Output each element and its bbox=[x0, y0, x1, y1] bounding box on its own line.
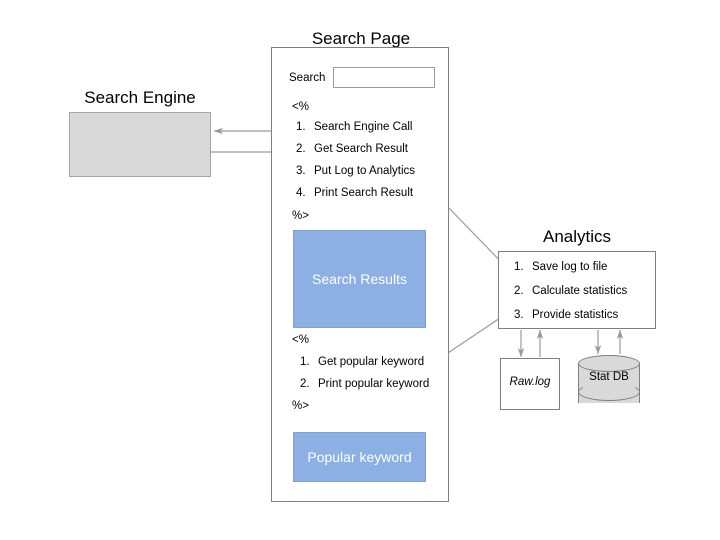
code-block-open-1: <% bbox=[292, 101, 309, 113]
search-input[interactable] bbox=[333, 67, 436, 88]
search-page-steps: 1. Search Engine Call 2. Get Search Resu… bbox=[296, 121, 415, 209]
stat-db-label: Stat DB bbox=[589, 371, 629, 383]
step-label: Get popular keyword bbox=[318, 356, 425, 368]
step-number: 4. bbox=[296, 187, 306, 199]
list-item: 3. Provide statistics bbox=[514, 309, 627, 333]
search-results-panel: Search Results bbox=[293, 230, 426, 328]
step-number: 1. bbox=[300, 356, 310, 368]
list-item: 1. Get popular keyword bbox=[300, 356, 429, 378]
step-number: 1. bbox=[296, 121, 306, 133]
step-label: Provide statistics bbox=[532, 309, 619, 321]
raw-log-file-box bbox=[500, 358, 560, 410]
search-row: Search bbox=[289, 67, 436, 88]
step-label: Search Engine Call bbox=[314, 121, 413, 133]
list-item: 3. Put Log to Analytics bbox=[296, 165, 415, 187]
step-number: 3. bbox=[514, 309, 524, 321]
raw-log-label: Raw.log bbox=[509, 376, 551, 388]
step-number: 1. bbox=[514, 261, 524, 273]
list-item: 2. Get Search Result bbox=[296, 143, 415, 165]
analytics-title: Analytics bbox=[542, 227, 612, 246]
step-number: 2. bbox=[300, 378, 310, 390]
code-block-open-2: <% bbox=[292, 334, 309, 346]
stat-db-cylinder: Stat DB bbox=[578, 355, 640, 411]
step-label: Print popular keyword bbox=[318, 378, 430, 390]
step-label: Put Log to Analytics bbox=[314, 165, 416, 177]
step-number: 2. bbox=[514, 285, 524, 297]
list-item: 2. Calculate statistics bbox=[514, 285, 627, 309]
step-label: Get Search Result bbox=[314, 143, 408, 155]
list-item: 2. Print popular keyword bbox=[300, 378, 429, 400]
keyword-steps: 1. Get popular keyword 2. Print popular … bbox=[300, 356, 429, 400]
popular-keyword-panel: Popular keyword bbox=[293, 432, 426, 482]
code-block-close-2: %> bbox=[292, 400, 309, 412]
analytics-steps: 1. Save log to file 2. Calculate statist… bbox=[514, 261, 627, 333]
search-page-title: Search Page bbox=[311, 29, 411, 48]
cylinder-bottom bbox=[578, 383, 640, 401]
list-item: 1. Search Engine Call bbox=[296, 121, 415, 143]
analytics-box bbox=[498, 251, 656, 329]
list-item: 1. Save log to file bbox=[514, 261, 627, 285]
step-number: 3. bbox=[296, 165, 306, 177]
step-number: 2. bbox=[296, 143, 306, 155]
search-engine-box bbox=[69, 112, 211, 177]
code-block-close-1: %> bbox=[292, 210, 309, 222]
list-item: 4. Print Search Result bbox=[296, 187, 415, 209]
step-label: Save log to file bbox=[532, 261, 608, 273]
search-engine-title: Search Engine bbox=[84, 88, 196, 107]
search-field-label: Search bbox=[289, 71, 326, 84]
step-label: Calculate statistics bbox=[532, 285, 628, 297]
cylinder-top bbox=[578, 355, 640, 372]
step-label: Print Search Result bbox=[314, 187, 414, 199]
